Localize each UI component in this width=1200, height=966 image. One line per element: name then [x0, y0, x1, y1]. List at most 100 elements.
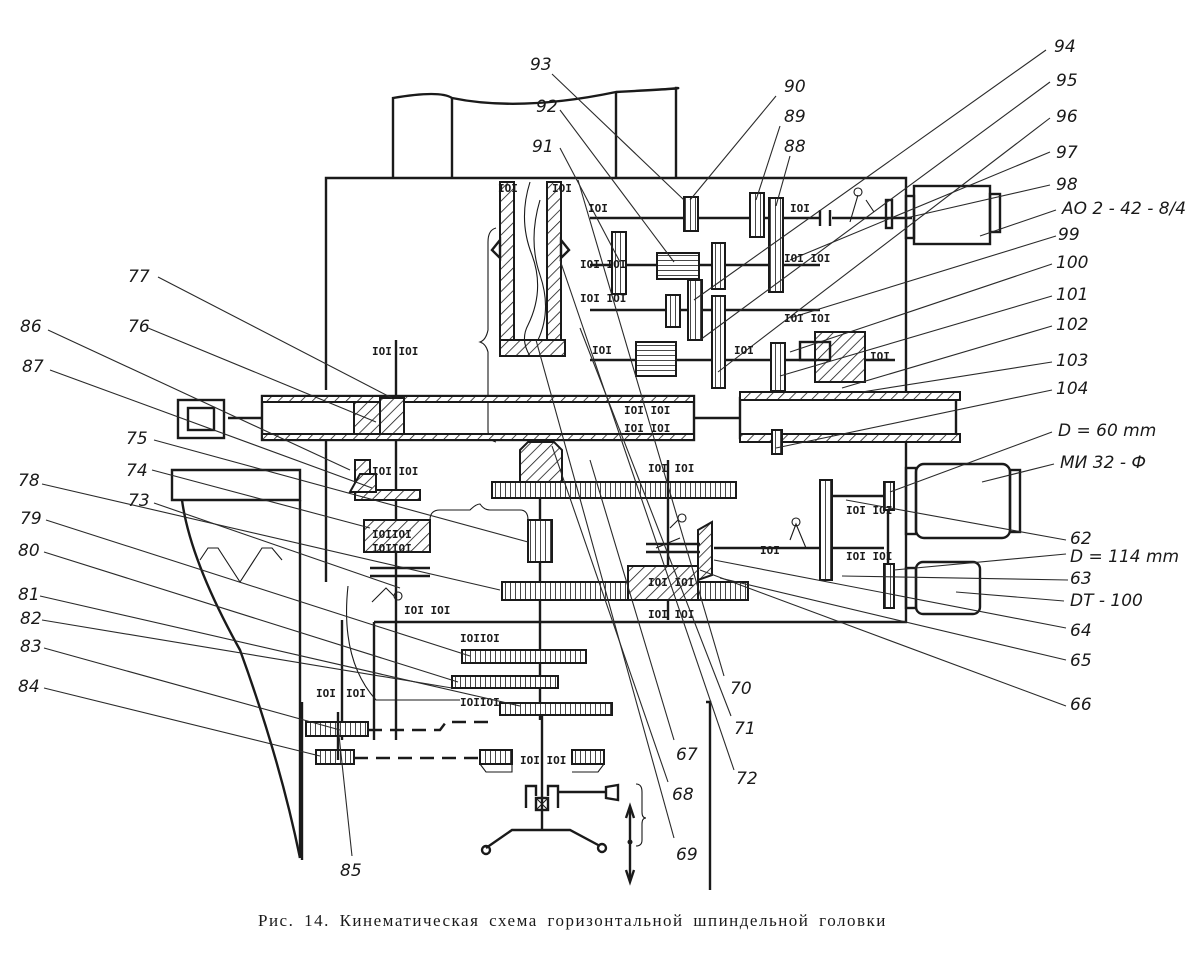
upper-gearbox	[590, 187, 912, 392]
label-98: 98	[1056, 175, 1078, 195]
label-88: 88	[784, 137, 806, 157]
vertical-sleeve	[478, 181, 571, 443]
svg-text:IOI: IOI	[592, 344, 612, 357]
clutch-73	[527, 519, 553, 563]
quill-handwheel	[480, 715, 647, 886]
label-90: 90	[784, 77, 806, 97]
label-motor-mi32: МИ 32 - Ф	[1060, 453, 1146, 473]
motor-dt100	[904, 560, 982, 616]
gear-101	[770, 342, 786, 392]
clutch-70	[627, 565, 699, 601]
svg-text:IOI IOI: IOI IOI	[580, 258, 626, 271]
bearing-symbols: IOI IOI IOI IOI IOI IOI IOI IOI IOI IOI …	[498, 182, 890, 363]
svg-text:IOI IOI: IOI IOI	[624, 422, 670, 435]
svg-text:IOI: IOI	[734, 344, 754, 357]
motor-mi32	[904, 462, 1022, 540]
svg-text:IOI: IOI	[870, 350, 890, 363]
svg-text:IOI IOI: IOI IOI	[372, 345, 418, 358]
svg-text:IOI IOI: IOI IOI	[846, 550, 892, 563]
gear-block-99	[635, 341, 677, 377]
label-motor-dt100: DT - 100	[1070, 591, 1143, 611]
gear-81	[499, 702, 613, 716]
gear-94	[711, 242, 726, 290]
label-64: 64	[1070, 621, 1092, 641]
gear-90	[683, 196, 699, 232]
label-63: 63	[1070, 569, 1092, 589]
gear-79	[461, 649, 587, 664]
label-84: 84	[18, 677, 40, 697]
svg-text:IOI IOI: IOI IOI	[846, 504, 892, 517]
belt-drives: IOI IOI IOI IOI IOI	[714, 429, 895, 609]
label-104: 104	[1056, 379, 1088, 399]
gear-95	[665, 294, 681, 328]
label-96: 96	[1056, 107, 1078, 127]
svg-text:IOI IOI: IOI IOI	[648, 608, 694, 621]
label-94: 94	[1054, 37, 1076, 57]
gear-78	[501, 581, 749, 601]
svg-text:IOI: IOI	[588, 202, 608, 215]
label-d114: D = 114 mm	[1070, 547, 1179, 567]
label-77: 77	[128, 267, 150, 287]
label-95: 95	[1056, 71, 1078, 91]
label-d60: D = 60 mm	[1058, 421, 1156, 441]
gear-80	[451, 675, 559, 689]
label-motor-ao2: АО 2 - 42 - 8/4	[1061, 199, 1186, 219]
label-99: 99	[1058, 225, 1080, 245]
svg-text:IOI: IOI	[552, 182, 572, 195]
svg-text:IOI IOI: IOI IOI	[372, 465, 418, 478]
label-92: 92	[536, 97, 558, 117]
label-74: 74	[126, 461, 148, 481]
clutch-74	[363, 519, 431, 553]
label-62: 62	[1070, 529, 1092, 549]
label-85: 85	[340, 861, 362, 881]
clutch-102	[814, 331, 866, 383]
svg-text:IOI: IOI	[498, 182, 518, 195]
label-86: 86	[20, 317, 42, 337]
svg-text:IOI IOI: IOI IOI	[580, 292, 626, 305]
label-69: 69	[676, 845, 698, 865]
label-78: 78	[18, 471, 40, 491]
figure-caption: Рис. 14. Кинематическая схема горизонтал…	[258, 911, 887, 930]
gear-67	[491, 481, 737, 499]
lower-housing-wall	[706, 700, 712, 890]
label-103: 103	[1056, 351, 1088, 371]
label-67: 67	[676, 745, 698, 765]
label-70: 70	[730, 679, 752, 699]
label-76: 76	[128, 317, 150, 337]
label-87: 87	[22, 357, 44, 377]
worm-gear-77	[379, 397, 405, 435]
svg-text:IOIIOI: IOIIOI	[460, 696, 500, 709]
svg-text:IOI IOI: IOI IOI	[648, 576, 694, 589]
lower-gears: IOI IOI	[300, 702, 605, 860]
label-81: 81	[18, 585, 40, 605]
svg-text:IOIIOI: IOIIOI	[372, 542, 412, 555]
label-91: 91	[532, 137, 554, 157]
svg-text:IOI: IOI	[316, 687, 336, 700]
motor-ao2	[904, 184, 1002, 246]
horizontal-spindle: IOI IOI IOI IOI	[176, 391, 961, 443]
label-101: 101	[1056, 285, 1088, 305]
svg-text:IOI: IOI	[790, 202, 810, 215]
label-100: 100	[1056, 253, 1088, 273]
callout-labels: 93 92 91 90 89 88 94 95 96 97 98 АО 2 - …	[18, 37, 1186, 881]
gear-88	[768, 197, 784, 293]
pulley-114	[883, 563, 895, 609]
label-80: 80	[18, 541, 40, 561]
svg-text:IOIIOI: IOIIOI	[460, 632, 500, 645]
gear-block-93	[656, 252, 700, 280]
label-65: 65	[1070, 651, 1092, 671]
label-75: 75	[126, 429, 148, 449]
leader-lines	[39, 49, 1069, 857]
svg-text:IOI IOI: IOI IOI	[648, 462, 694, 475]
label-83: 83	[20, 637, 42, 657]
label-68: 68	[672, 785, 694, 805]
svg-text:IOIIOI: IOIIOI	[372, 528, 412, 541]
svg-text:IOI IOI: IOI IOI	[784, 312, 830, 325]
label-93: 93	[530, 55, 552, 75]
svg-text:IOI IOI: IOI IOI	[784, 252, 830, 265]
svg-text:IOI: IOI	[346, 687, 366, 700]
label-102: 102	[1056, 315, 1088, 335]
label-79: 79	[20, 509, 42, 529]
gear-97	[711, 295, 726, 389]
